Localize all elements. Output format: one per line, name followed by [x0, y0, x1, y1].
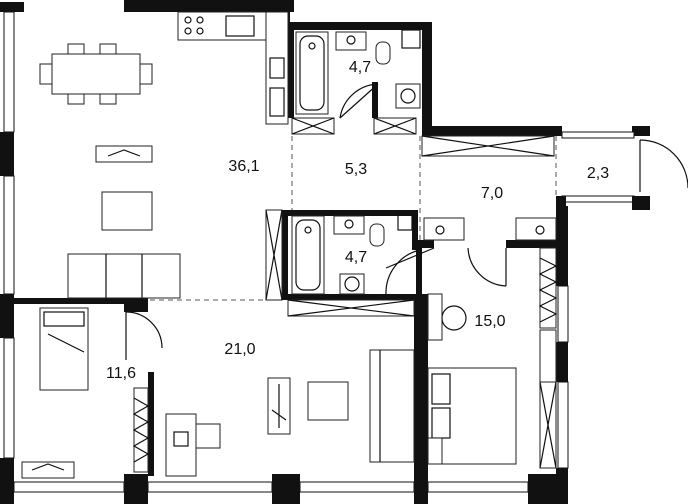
area-label-bedroom-right: 15,0 — [474, 313, 505, 330]
area-label-living: 36,1 — [228, 158, 259, 175]
area-label-study: 21,0 — [224, 341, 255, 358]
wardrobes — [132, 117, 558, 473]
area-label-hall: 5,3 — [345, 161, 367, 178]
area-label-bath-mid: 4,7 — [345, 249, 367, 266]
bedroom-right-furniture — [369, 293, 517, 465]
bedroom-left-furniture — [21, 307, 89, 479]
corridor-sinks — [423, 217, 557, 241]
bathroom-top — [295, 31, 421, 115]
study-furniture — [165, 377, 349, 477]
kitchen — [177, 11, 289, 125]
area-label-bath-top: 4,7 — [349, 59, 371, 76]
bathroom-middle — [291, 215, 385, 295]
area-label-bedroom-left: 11,6 — [106, 365, 136, 382]
dining-table — [39, 43, 153, 105]
area-label-corridor: 7,0 — [481, 185, 503, 202]
interior-walls — [14, 22, 568, 476]
area-label-balcony: 2,3 — [587, 165, 609, 182]
doors — [125, 83, 688, 360]
zone-lines — [150, 118, 557, 301]
area-labels: 36,1 4,7 5,3 7,0 2,3 4,7 15,0 11,6 21,0 — [106, 59, 609, 382]
living-furniture — [67, 145, 181, 299]
